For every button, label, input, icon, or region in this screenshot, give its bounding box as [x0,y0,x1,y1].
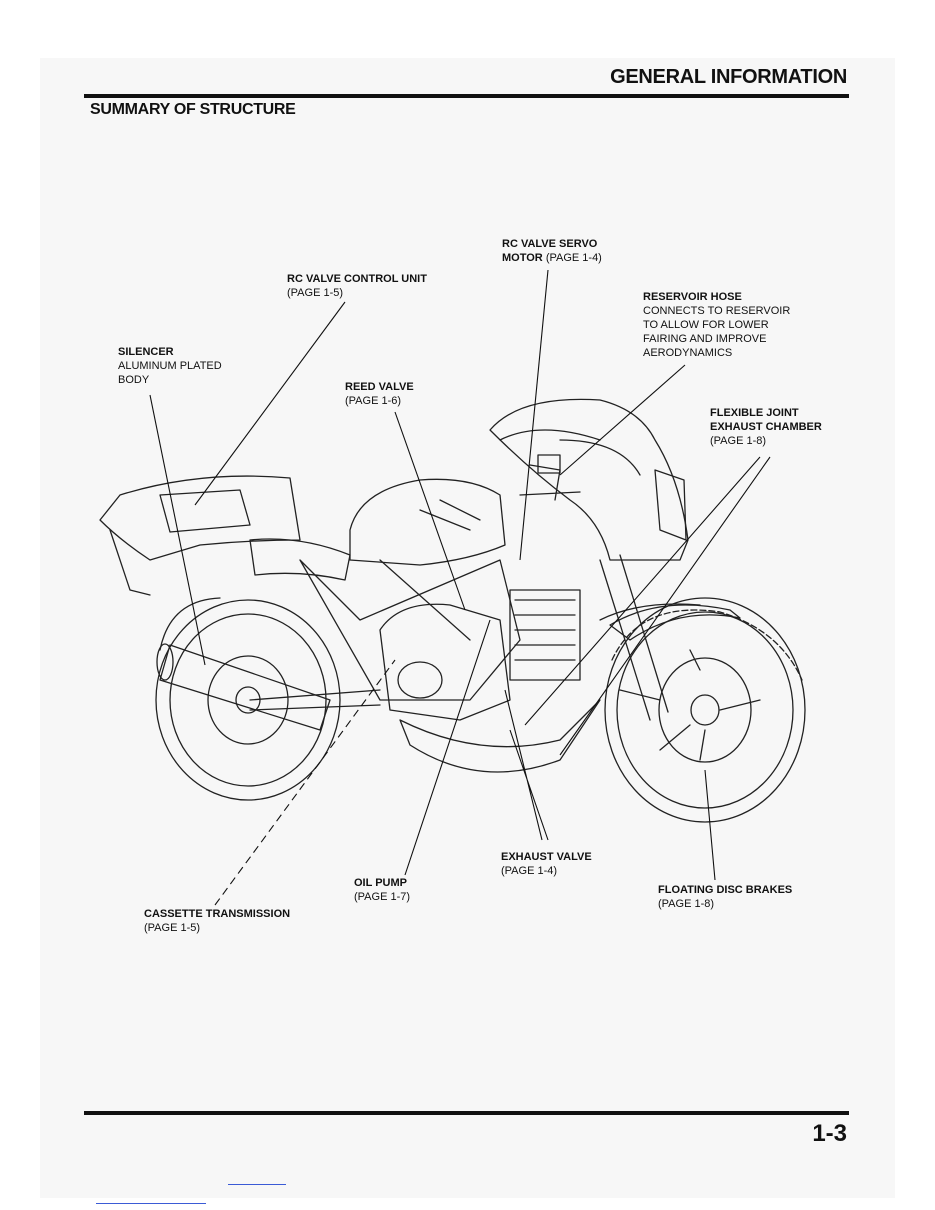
callout-reed-valve: REED VALVE (PAGE 1-6) [345,380,414,408]
header-rule [84,94,849,98]
leader-rc-control [194,301,346,506]
callout-page-ref: (PAGE 1-8) [658,898,715,910]
link-underline[interactable] [228,1184,286,1185]
callout-rc-control-unit: RC VALVE CONTROL UNIT (PAGE 1-5) [287,272,427,300]
callout-page-ref: (PAGE 1-6) [345,395,402,407]
callout-title: RESERVOIR HOSE [643,291,742,303]
leader-exhaust-valve [504,689,549,841]
leader-oil-pump [404,619,491,876]
callout-text: BODY [118,374,150,386]
leader-reed-valve [394,411,466,611]
callout-page-ref: (PAGE 1-7) [354,891,411,903]
leader-floating-disc [704,769,716,881]
callout-title: RC VALVE SERVO [502,238,598,250]
front-wheel [599,597,806,823]
callout-title: REED VALVE [345,381,414,393]
callout-title: FLEXIBLE JOINT [710,407,799,419]
callout-title: EXHAUST CHAMBER [710,421,822,433]
leader-silencer [149,394,206,666]
callout-page-ref: (PAGE 1-5) [287,287,344,299]
callout-page-ref: (PAGE 1-5) [144,922,201,934]
callout-title: FLOATING DISC BRAKES [658,884,793,896]
callout-rc-servo: RC VALVE SERVO MOTOR (PAGE 1-4) [502,237,602,265]
callout-reservoir-hose: RESERVOIR HOSE CONNECTS TO RESERVOIR TO … [643,290,790,360]
callout-title: MOTOR [502,252,543,264]
callout-text: CONNECTS TO RESERVOIR [643,305,791,317]
callout-text: FAIRING AND IMPROVE [643,333,767,345]
callout-text: AERODYNAMICS [643,347,733,359]
callout-silencer: SILENCER ALUMINUM PLATED BODY [118,345,222,387]
callout-page-ref: (PAGE 1-8) [710,435,767,447]
callout-title: RC VALVE CONTROL UNIT [287,273,427,285]
section-title: GENERAL INFORMATION [610,66,847,88]
callout-title: CASSETTE TRANSMISSION [144,908,291,920]
link-underline[interactable] [96,1203,206,1204]
callout-oil-pump: OIL PUMP (PAGE 1-7) [354,876,410,904]
callout-title: EXHAUST VALVE [501,851,592,863]
leader-rc-servo [519,269,549,561]
callout-page-ref: (PAGE 1-4) [545,252,602,264]
callout-page-ref: (PAGE 1-4) [501,865,558,877]
callout-exhaust-valve: EXHAUST VALVE (PAGE 1-4) [501,850,592,878]
callout-title: OIL PUMP [354,877,407,889]
callout-flexible-joint: FLEXIBLE JOINT EXHAUST CHAMBER (PAGE 1-8… [710,406,822,448]
leader-flexible-joint [524,456,771,756]
rear-wheel [155,597,341,801]
footer-rule [84,1111,849,1115]
callout-cassette-transmission: CASSETTE TRANSMISSION (PAGE 1-5) [144,907,290,935]
callout-floating-disc-brakes: FLOATING DISC BRAKES (PAGE 1-8) [658,883,792,911]
callout-text: ALUMINUM PLATED [118,360,222,372]
callout-title: SILENCER [118,346,174,358]
callout-text: TO ALLOW FOR LOWER [643,319,769,331]
page-number: 1-3 [812,1120,847,1147]
leader-reservoir [559,364,686,476]
page-subtitle: SUMMARY OF STRUCTURE [90,101,296,118]
leader-cassette [214,659,396,906]
